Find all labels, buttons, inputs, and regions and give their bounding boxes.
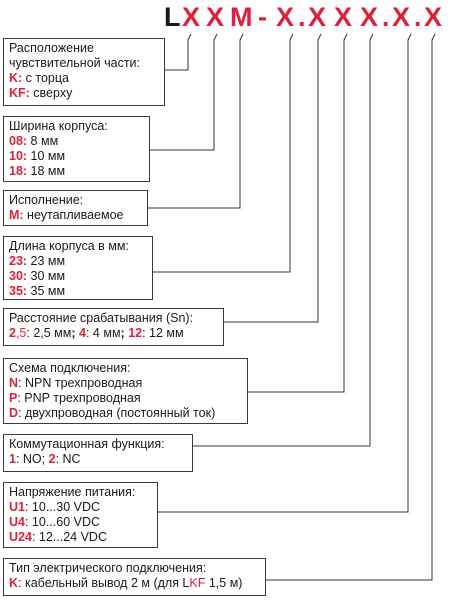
option-text: 1,5 м) — [205, 576, 243, 590]
box-title: Тип электрического подключения: — [9, 561, 207, 575]
option-text: с торца — [22, 71, 69, 85]
box-voltage: Напряжение питания: U1: 10...30 VDC U4: … — [3, 482, 158, 548]
option-key: 10: — [9, 149, 28, 163]
option-text: : кабельный вывод 2 м (для L — [18, 576, 190, 590]
connector-voltage — [158, 33, 412, 513]
option-key: KF: — [9, 86, 30, 100]
box-housing-width: Ширина корпуса: 08: 8 мм 10: 10 мм 18: 1… — [3, 116, 150, 182]
option-text: : 4 мм — [85, 326, 121, 340]
option-text: : двухпроводная (постоянный ток) — [18, 406, 216, 420]
option-key: U24 — [9, 530, 32, 544]
box-title: Схема подключения: — [9, 361, 131, 375]
code-char-dot2: . — [382, 2, 390, 32]
option-key: 2 — [45, 452, 56, 466]
option-key: U4 — [9, 515, 25, 529]
box-sensing-face: Расположение чувствительной части: K: с … — [3, 38, 165, 106]
option-key: KF — [189, 576, 206, 590]
option-text: : 10...60 VDC — [24, 515, 101, 529]
option-key: M: — [9, 208, 24, 222]
code-char-x7: X — [392, 2, 411, 32]
connector-sensing-face — [165, 33, 192, 71]
box-version: Исполнение: M: неутапливаемое — [3, 190, 148, 226]
code-char-x1: X — [182, 2, 201, 32]
option-text: : 10...30 VDC — [24, 500, 101, 514]
option-text: : PNP трехпроводная — [17, 391, 141, 405]
option-text: : NC — [55, 452, 81, 466]
option-text: 8 мм — [27, 134, 59, 148]
box-title: Напряжение питания: — [9, 485, 136, 499]
option-text: : 2,5 мм — [26, 326, 72, 340]
option-key: K: — [9, 71, 23, 85]
connector-sensing-distance — [224, 33, 322, 323]
option-text: 23 мм — [27, 254, 66, 268]
option-key: 1 — [9, 452, 16, 466]
option-key: 18: — [9, 164, 28, 178]
option-key: 23: — [9, 254, 28, 268]
box-connection: Тип электрического подключения: K: кабел… — [3, 558, 266, 596]
code-char-dash: - — [258, 2, 267, 32]
separator: ; — [120, 326, 125, 340]
code-char-x5: X — [334, 2, 353, 32]
connector-version — [148, 33, 244, 209]
box-title: Расстояние срабатывания (Sn): — [9, 311, 194, 325]
box-title: Коммутационная функция: — [9, 437, 165, 451]
option-key: 4 — [75, 326, 86, 340]
option-key: 2 — [9, 326, 16, 340]
code-char-x6: X — [360, 2, 379, 32]
option-text: : NPN трехпроводная — [18, 376, 143, 390]
connector-connection — [266, 33, 436, 581]
box-title: Исполнение: — [9, 193, 84, 207]
code-char-x8: X — [424, 2, 443, 32]
code-char-x2: X — [206, 2, 225, 32]
option-key: 35: — [9, 284, 28, 298]
box-sensing-distance: Расстояние срабатывания (Sn): 2,5: 2,5 м… — [3, 308, 224, 346]
code-char-dot1: . — [298, 2, 306, 32]
option-key-suffix: ,5 — [15, 326, 27, 340]
option-key: 12 — [124, 326, 143, 340]
option-text: : 12...24 VDC — [31, 530, 107, 544]
separator: ; — [71, 326, 76, 340]
option-key: 08: — [9, 134, 28, 148]
option-text: 18 мм — [27, 164, 66, 178]
connector-housing-length — [153, 33, 294, 273]
option-key: P — [9, 391, 18, 405]
connector-switching — [193, 33, 374, 447]
option-text: 10 мм — [27, 149, 66, 163]
box-title: Ширина корпуса: — [9, 119, 108, 133]
option-key: N — [9, 376, 19, 390]
code-char-dot3: . — [414, 2, 422, 32]
code-char-x4: X — [308, 2, 327, 32]
box-title: Расположение чувствительной части: — [9, 41, 140, 70]
option-text: неутапливаемое — [23, 208, 124, 222]
option-text: : NO; — [15, 452, 46, 466]
option-text: сверху — [29, 86, 73, 100]
option-key: K — [9, 576, 19, 590]
code-char-x3: X — [276, 2, 295, 32]
box-title: Длина корпуса в мм: — [9, 239, 129, 253]
option-key: 30: — [9, 269, 28, 283]
option-key: D — [9, 406, 19, 420]
code-char-M: M — [230, 2, 253, 32]
option-text: 35 мм — [27, 284, 66, 298]
option-key: U1 — [9, 500, 25, 514]
option-text: 30 мм — [27, 269, 66, 283]
code-char-L: L — [164, 2, 181, 32]
connector-wiring — [248, 33, 348, 393]
connector-housing-width — [150, 33, 218, 151]
option-text: : 12 мм — [142, 326, 184, 340]
box-switching: Коммутационная функция: 1: NO; 2: NC — [3, 434, 193, 472]
box-wiring: Схема подключения: N: NPN трехпроводная … — [3, 358, 248, 424]
box-housing-length: Длина корпуса в мм: 23: 23 мм 30: 30 мм … — [3, 236, 153, 300]
